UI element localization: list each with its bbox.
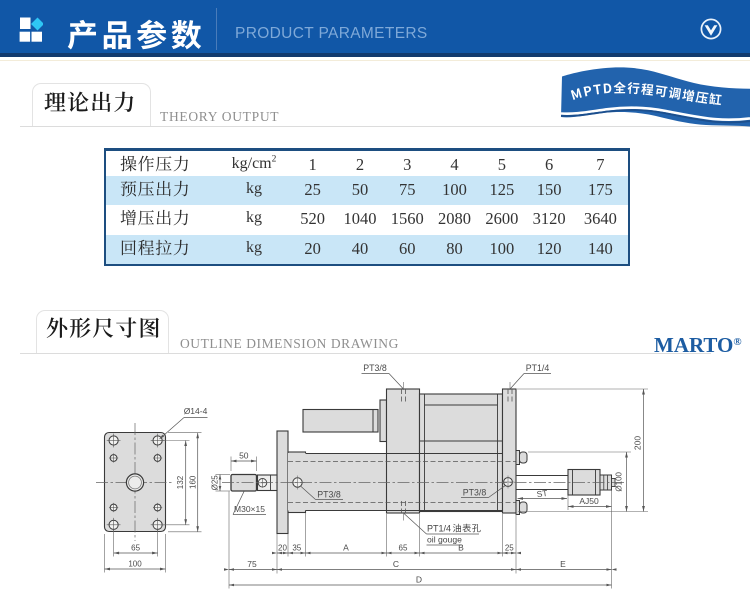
- svg-text:35: 35: [292, 544, 301, 553]
- svg-text:A: A: [343, 543, 349, 553]
- svg-text:25: 25: [505, 544, 514, 553]
- svg-text:100: 100: [128, 560, 142, 569]
- svg-text:AJ50: AJ50: [579, 496, 599, 506]
- svg-text:50: 50: [239, 450, 249, 460]
- svg-text:B: B: [458, 543, 464, 553]
- svg-text:65: 65: [131, 544, 140, 553]
- svg-text:oil gouge: oil gouge: [427, 535, 462, 545]
- svg-text:PT1/4: PT1/4: [427, 524, 451, 534]
- svg-text:PT1/4: PT1/4: [526, 363, 550, 373]
- svg-text:Ø100: Ø100: [615, 471, 624, 491]
- svg-text:PT3/8: PT3/8: [463, 488, 487, 498]
- svg-text:C: C: [393, 559, 399, 569]
- svg-text:D: D: [416, 575, 422, 585]
- svg-text:200: 200: [633, 436, 643, 450]
- svg-text:ST: ST: [536, 488, 548, 499]
- svg-text:160: 160: [188, 475, 197, 489]
- svg-text:Ø14-4: Ø14-4: [184, 406, 208, 416]
- svg-text:E: E: [560, 559, 566, 569]
- svg-text:Ø25: Ø25: [211, 475, 220, 491]
- svg-text:65: 65: [399, 544, 408, 553]
- svg-text:PT3/8: PT3/8: [317, 490, 341, 500]
- svg-text:132: 132: [176, 475, 185, 489]
- svg-text:75: 75: [247, 559, 257, 569]
- svg-text:20: 20: [278, 544, 287, 553]
- svg-text:M30×15: M30×15: [234, 504, 265, 514]
- svg-text:PT3/8: PT3/8: [363, 363, 387, 373]
